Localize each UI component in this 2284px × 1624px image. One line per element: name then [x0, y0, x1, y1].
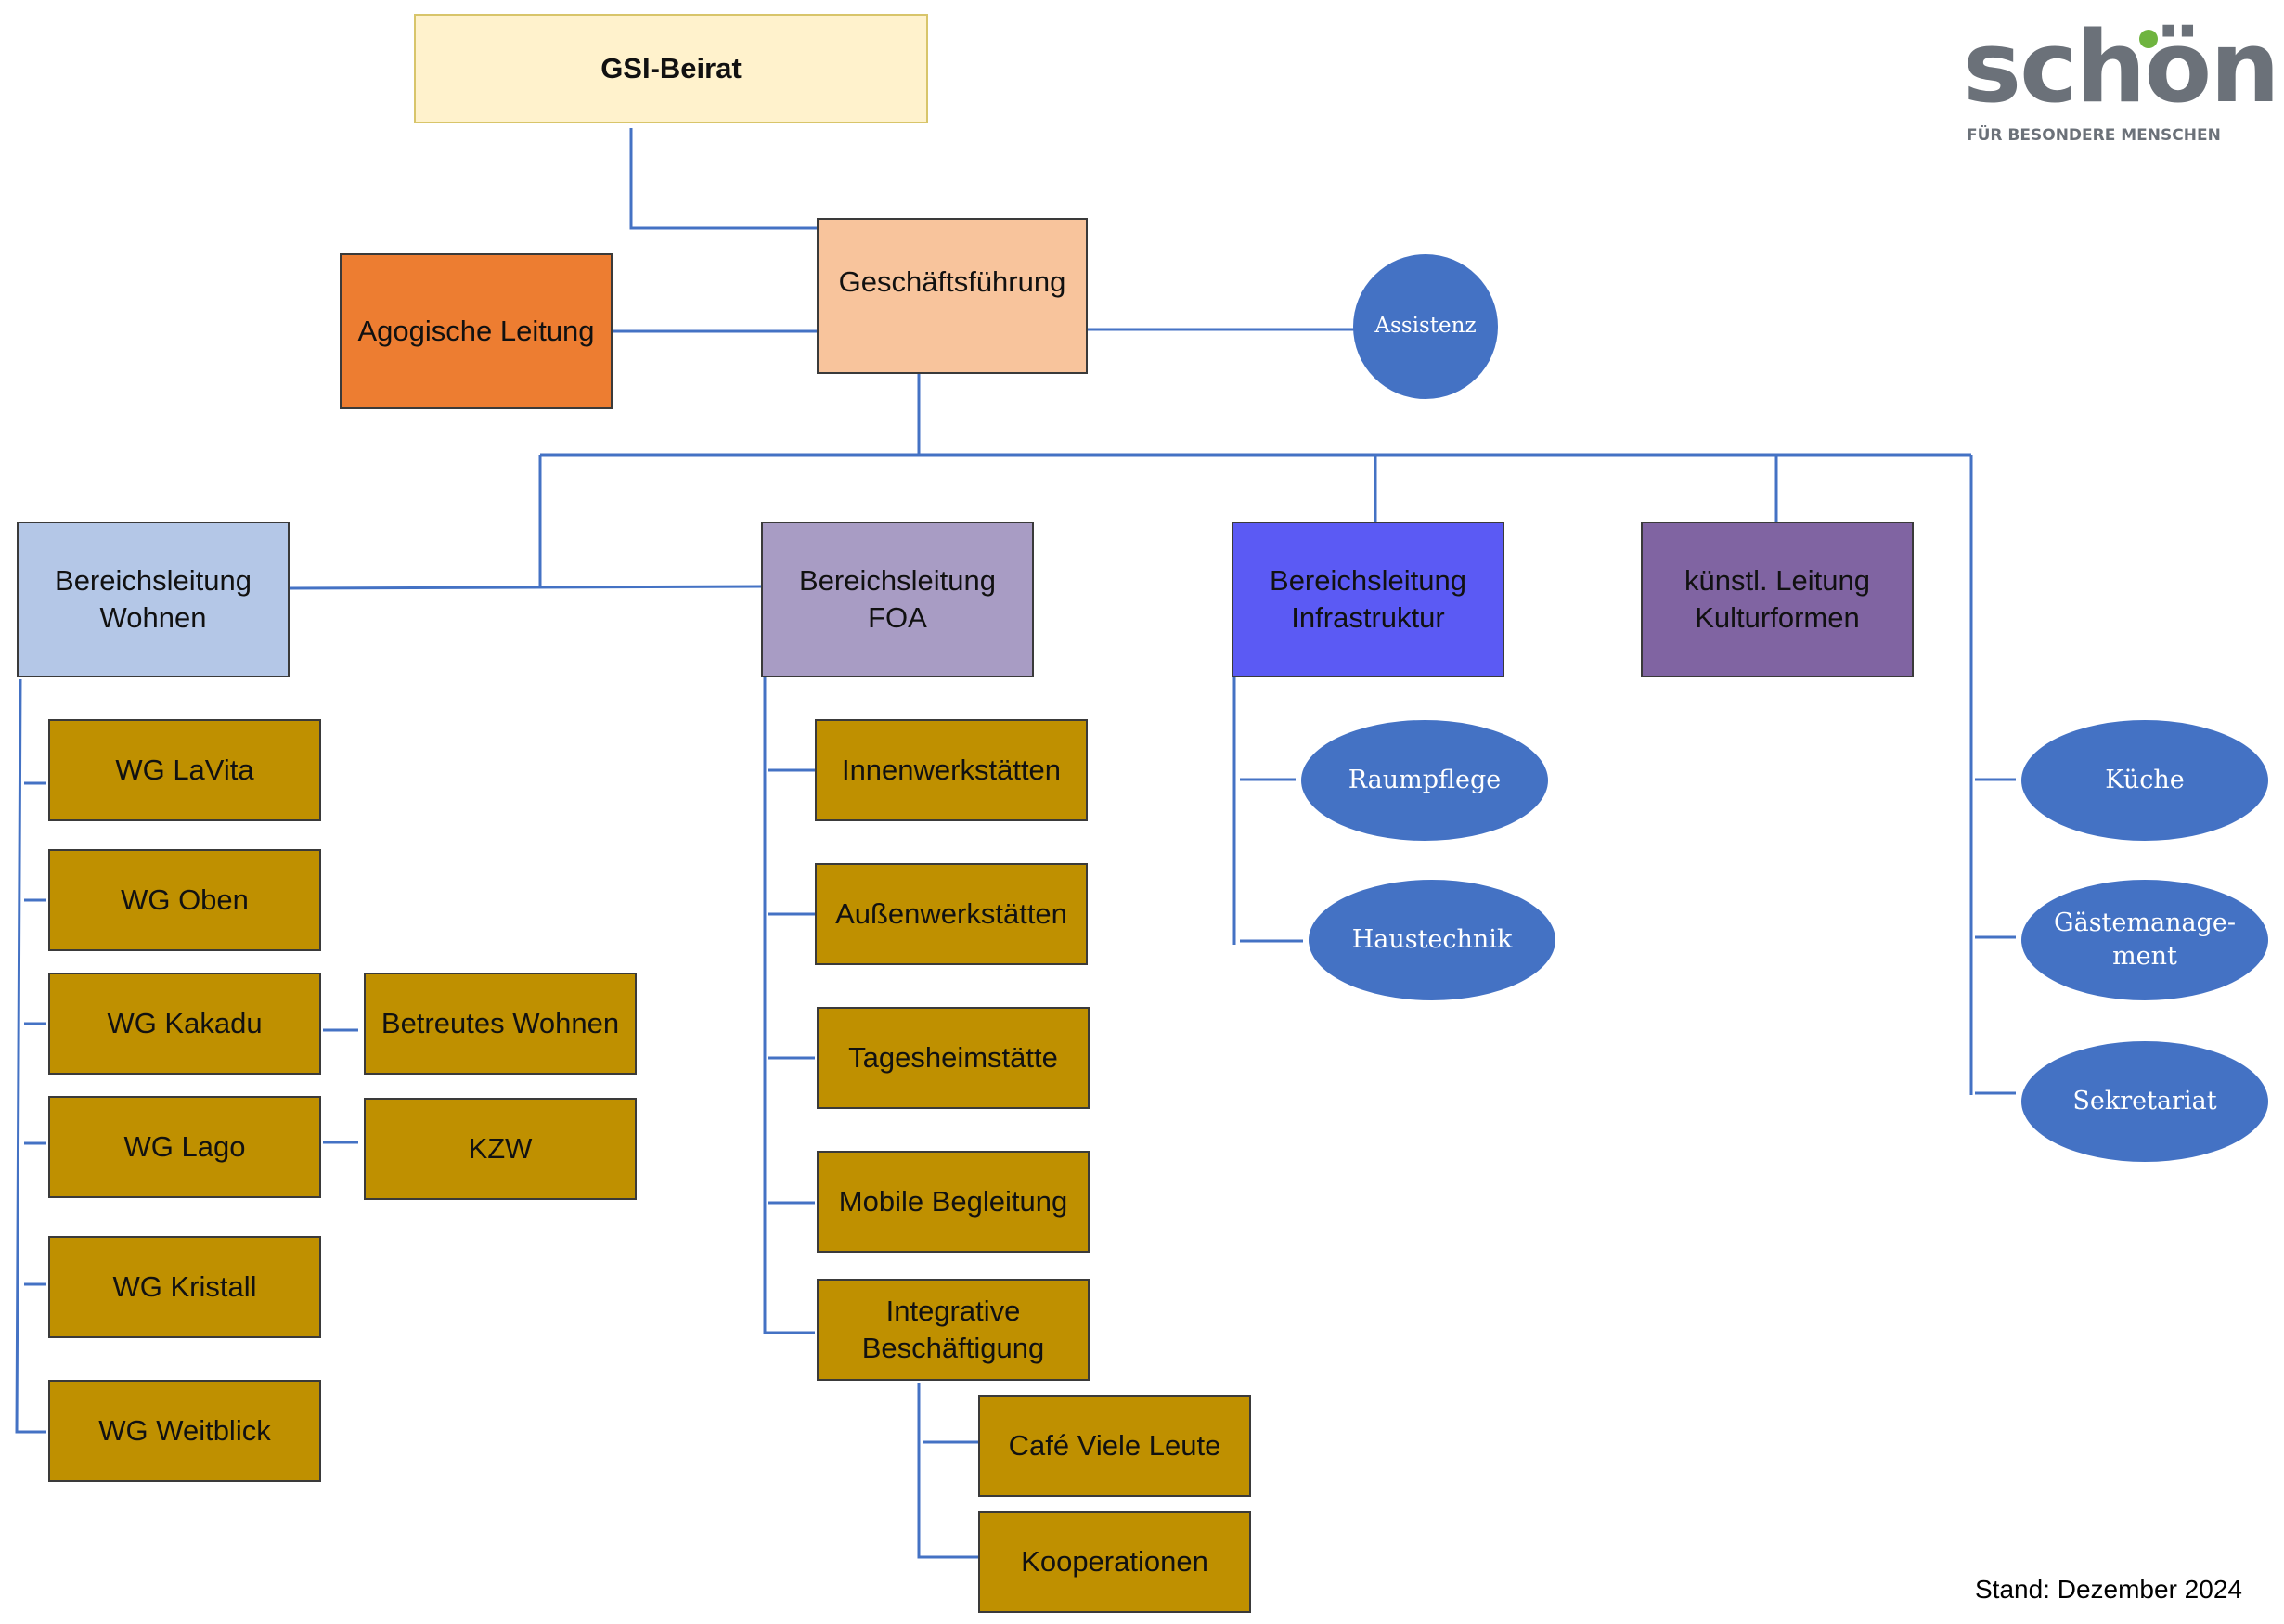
node-wg-kakadu: WG Kakadu	[48, 973, 321, 1075]
connector-beirat-gf	[629, 128, 817, 230]
node-innenwerkstaetten-label: Innenwerkstätten	[841, 754, 1062, 787]
logo-tagline: FÜR BESONDERE MENSCHEN	[1967, 126, 2221, 145]
node-aussenwerkstaetten-label: Außenwerkstätten	[835, 897, 1067, 931]
node-kultur-line2: Kulturformen	[1695, 601, 1860, 634]
node-foa-line1: Bereichsleitung	[799, 564, 996, 598]
node-kueche-label: Küche	[2105, 765, 2185, 794]
node-wg-kristall-label: WG Kristall	[112, 1270, 257, 1304]
connector-foa-vertical	[763, 677, 815, 1334]
node-wg-lavita: WG LaVita	[48, 719, 321, 821]
node-wg-kakadu-label: WG Kakadu	[107, 1007, 263, 1040]
node-haustechnik: Haustechnik	[1309, 880, 1555, 1000]
node-wg-weitblick-label: WG Weitblick	[98, 1414, 271, 1448]
node-wg-kristall: WG Kristall	[48, 1236, 321, 1338]
node-haustechnik-label: Haustechnik	[1351, 924, 1513, 954]
node-wg-oben-label: WG Oben	[121, 883, 249, 917]
node-assistenz-label: Assistenz	[1374, 314, 1477, 339]
node-kooperationen: Kooperationen	[978, 1511, 1251, 1613]
node-wohnen-line2: Wohnen	[99, 601, 207, 634]
logo-green-dot	[2139, 30, 2158, 48]
node-tagesheimstaette-label: Tagesheimstätte	[848, 1041, 1058, 1075]
node-wg-oben: WG Oben	[48, 849, 321, 951]
node-wg-lago-label: WG Lago	[123, 1130, 246, 1164]
schoen-logo: schön FÜR BESONDERE MENSCHEN	[1963, 19, 2280, 158]
node-gaeste-line1: Gästemanage-	[2054, 908, 2236, 937]
node-kzw-label: KZW	[468, 1132, 533, 1166]
node-raumpflege: Raumpflege	[1301, 720, 1548, 841]
node-wg-lago: WG Lago	[48, 1096, 321, 1198]
node-mobile-begleitung: Mobile Begleitung	[817, 1151, 1090, 1253]
node-wohnen-line1: Bereichsleitung	[55, 564, 252, 598]
node-innenwerkstaetten: Innenwerkstätten	[815, 719, 1088, 821]
connector-wohnen-foa	[287, 585, 764, 590]
node-tagesheimstaette: Tagesheimstätte	[817, 1007, 1090, 1109]
node-sekretariat: Sekretariat	[2021, 1041, 2268, 1162]
connector-wohnen-vertical	[15, 678, 46, 1434]
node-infrastruktur-line1: Bereichsleitung	[1270, 564, 1466, 598]
node-kooperationen-label: Kooperationen	[1021, 1545, 1208, 1579]
node-sekretariat-label: Sekretariat	[2072, 1086, 2217, 1115]
node-mobile-begleitung-label: Mobile Begleitung	[838, 1185, 1068, 1218]
node-agogische-leitung-label: Agogische Leitung	[357, 315, 595, 348]
node-cafe-viele-leute-label: Café Viele Leute	[1008, 1429, 1221, 1463]
node-geschaeftsfuehrung: Geschäftsführung	[817, 218, 1088, 374]
node-bereichsleitung-infrastruktur: Bereichsleitung Infrastruktur	[1232, 522, 1504, 677]
node-integrative-line2: Beschäftigung	[861, 1332, 1045, 1364]
node-kultur-line1: künstl. Leitung	[1684, 564, 1870, 598]
node-assistenz: Assistenz	[1353, 254, 1498, 399]
node-kuenstl-leitung: künstl. Leitung Kulturformen	[1641, 522, 1914, 677]
node-raumpflege-label: Raumpflege	[1348, 765, 1502, 794]
node-wg-lavita-label: WG LaVita	[115, 754, 254, 787]
node-betreutes-wohnen-label: Betreutes Wohnen	[381, 1007, 620, 1040]
node-gsi-beirat: GSI-Beirat	[414, 14, 928, 123]
node-foa-line2: FOA	[868, 601, 927, 634]
node-infrastruktur-line2: Infrastruktur	[1291, 601, 1445, 634]
node-aussenwerkstaetten: Außenwerkstätten	[815, 863, 1088, 965]
node-gaestemanagement: Gästemanage- ment	[2021, 880, 2268, 1000]
node-gaeste-line2: ment	[2112, 942, 2177, 971]
logo-word: schön	[1963, 10, 2280, 124]
node-integrative-beschaeftigung: Integrative Beschäftigung	[817, 1279, 1090, 1381]
node-agogische-leitung: Agogische Leitung	[340, 253, 613, 409]
node-betreutes-wohnen: Betreutes Wohnen	[364, 973, 637, 1075]
node-wg-weitblick: WG Weitblick	[48, 1380, 321, 1482]
stand-date: Stand: Dezember 2024	[1975, 1575, 2242, 1604]
node-gsi-beirat-label: GSI-Beirat	[600, 52, 742, 85]
connector-integrative-vertical	[917, 1383, 978, 1559]
node-integrative-line1: Integrative	[885, 1295, 1021, 1328]
node-cafe-viele-leute: Café Viele Leute	[978, 1395, 1251, 1497]
node-geschaeftsfuehrung-label: Geschäftsführung	[838, 265, 1066, 299]
node-kzw: KZW	[364, 1098, 637, 1200]
node-kueche: Küche	[2021, 720, 2268, 841]
node-bereichsleitung-foa: Bereichsleitung FOA	[761, 522, 1034, 677]
node-bereichsleitung-wohnen: Bereichsleitung Wohnen	[17, 522, 290, 677]
